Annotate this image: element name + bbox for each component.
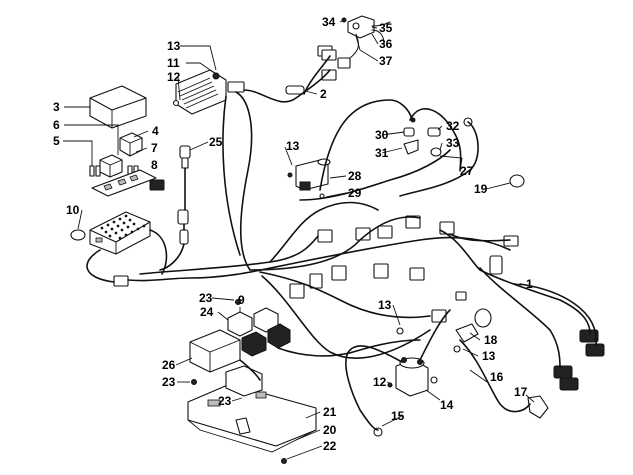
callout-11: 11 (167, 56, 180, 70)
fuse-box (89, 211, 151, 255)
callout-3: 3 (53, 100, 60, 114)
callout-25: 25 (209, 135, 223, 149)
callout-21: 21 (323, 405, 337, 419)
cable-tie-19 (509, 174, 525, 188)
callout-29: 29 (348, 186, 362, 200)
callout-12b: 12 (373, 375, 387, 389)
connector-top-b (321, 57, 351, 81)
small-fasteners (191, 117, 461, 464)
mounting-plate (187, 365, 317, 453)
callout-19: 19 (474, 182, 488, 196)
starter-solenoid (395, 357, 438, 397)
callout-28: 28 (348, 169, 362, 183)
parts-layer (70, 15, 605, 464)
harness-connectors (113, 215, 519, 323)
callout-12a: 12 (167, 70, 181, 84)
control-module (189, 329, 241, 373)
callout-27: 27 (460, 164, 474, 178)
end-connectors-1 (553, 329, 605, 391)
callout-18: 18 (484, 333, 498, 347)
callout-9: 9 (238, 293, 245, 307)
connector-8 (149, 179, 165, 191)
callout-8: 8 (151, 158, 158, 172)
wiring-layer (86, 21, 597, 431)
callout-15: 15 (391, 409, 405, 423)
callout-2: 2 (320, 87, 327, 101)
fuse-board (91, 169, 157, 197)
callout-17: 17 (514, 385, 528, 399)
callout-23a: 23 (199, 291, 213, 305)
fuse-holder-2 (285, 85, 305, 95)
callout-34: 34 (322, 15, 336, 29)
callout-35: 35 (379, 21, 393, 35)
callout-22: 22 (323, 439, 337, 453)
callout-20: 20 (323, 423, 337, 437)
relay (119, 132, 143, 157)
callout-13c: 13 (378, 298, 392, 312)
sensor-25 (177, 145, 191, 245)
switch-assembly (341, 15, 375, 39)
relays-24 (227, 307, 291, 357)
callout-33: 33 (446, 136, 460, 150)
callout-36: 36 (379, 37, 393, 51)
connector-top-a (317, 45, 337, 61)
callout-16: 16 (490, 370, 504, 384)
fitting-30-31 (403, 127, 442, 157)
callout-14: 14 (440, 398, 454, 412)
callout-5: 5 (53, 134, 60, 148)
relay-small (99, 154, 123, 178)
callout-32: 32 (446, 119, 460, 133)
callout-13b: 13 (286, 139, 300, 153)
regulator (172, 69, 227, 115)
ignition-coil (287, 158, 331, 199)
callout-13d: 13 (482, 349, 496, 363)
callout-37: 37 (379, 54, 393, 68)
callout-7: 7 (151, 141, 158, 155)
regulator-connector (227, 81, 245, 93)
fitting-18 (455, 308, 492, 343)
callout-30: 30 (375, 128, 389, 142)
callout-1: 1 (526, 277, 533, 291)
callout-10: 10 (66, 203, 80, 217)
callout-labels: 1 2 3 4 5 6 7 8 9 10 11 12 12 13 13 13 1… (53, 15, 533, 453)
callout-24: 24 (200, 305, 214, 319)
leader-lines (63, 19, 535, 460)
callout-31: 31 (375, 146, 389, 160)
cable-tie-ring (70, 229, 86, 241)
callout-4: 4 (152, 124, 159, 138)
callout-23c: 23 (218, 394, 232, 408)
callout-6: 6 (53, 118, 60, 132)
relay-box-cover (89, 85, 147, 129)
callout-23b: 23 (162, 375, 176, 389)
callout-13a: 13 (167, 39, 181, 53)
callout-26: 26 (162, 358, 176, 372)
